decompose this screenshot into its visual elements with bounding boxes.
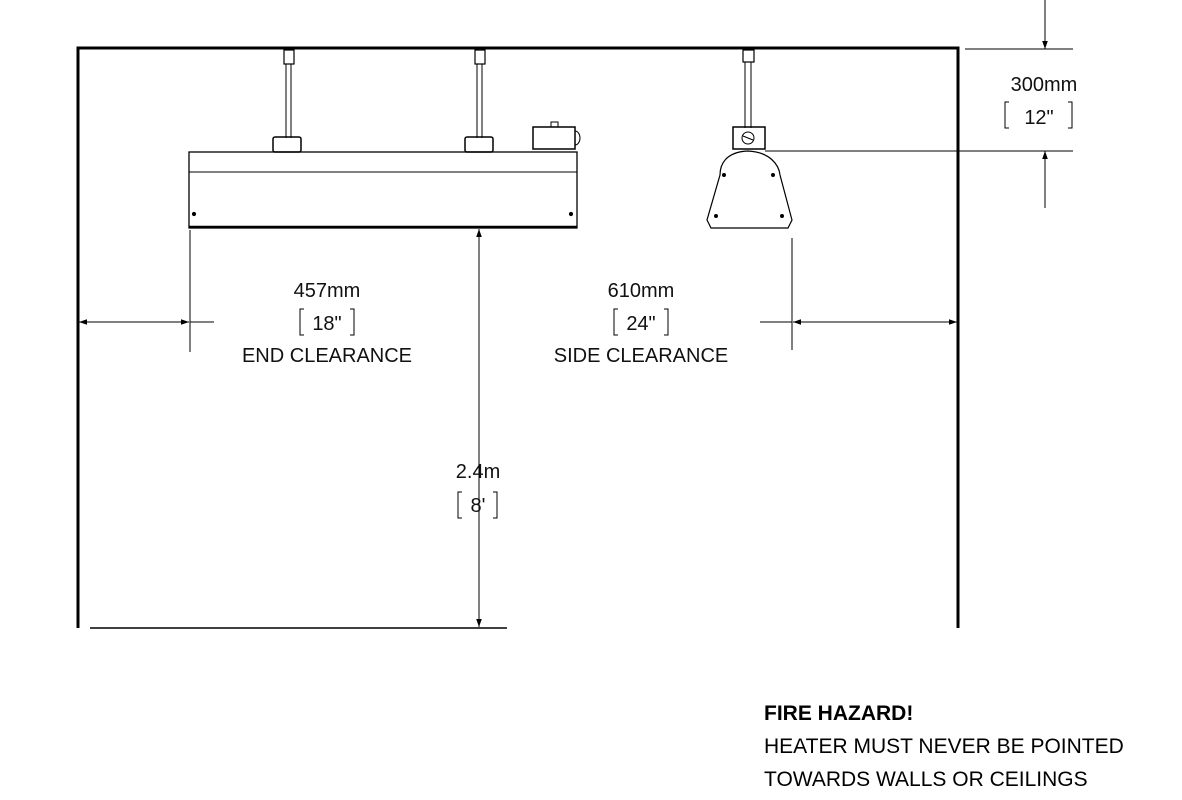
warning-line-1: HEATER MUST NEVER BE POINTED xyxy=(764,735,1124,758)
side-metric: 610mm xyxy=(608,280,675,302)
side-label: SIDE CLEARANCE xyxy=(554,345,729,367)
side-clearance-dimension xyxy=(613,238,957,350)
fire-hazard-warning: FIRE HAZARD! HEATER MUST NEVER BE POINTE… xyxy=(764,697,1124,796)
side-imperial: 24" xyxy=(626,313,655,335)
end-imperial: 18" xyxy=(312,313,341,335)
ceiling-imperial: 12" xyxy=(1024,107,1053,129)
warning-line-2: TOWARDS WALLS OR CEILINGS xyxy=(764,768,1088,791)
end-clearance-dimension xyxy=(79,230,355,352)
height-metric: 2.4m xyxy=(456,461,500,483)
mounting-height-dimension xyxy=(457,229,498,627)
room-outline xyxy=(76,46,960,628)
pendant-heater xyxy=(706,49,793,229)
end-metric: 457mm xyxy=(294,280,361,302)
height-imperial: 8' xyxy=(471,495,486,517)
end-label: END CLEARANCE xyxy=(242,345,412,367)
linear-heater xyxy=(188,49,581,229)
warning-title: FIRE HAZARD! xyxy=(764,702,914,725)
ceiling-metric: 300mm xyxy=(1011,74,1078,96)
ceiling-clearance-dimension xyxy=(765,0,1073,208)
